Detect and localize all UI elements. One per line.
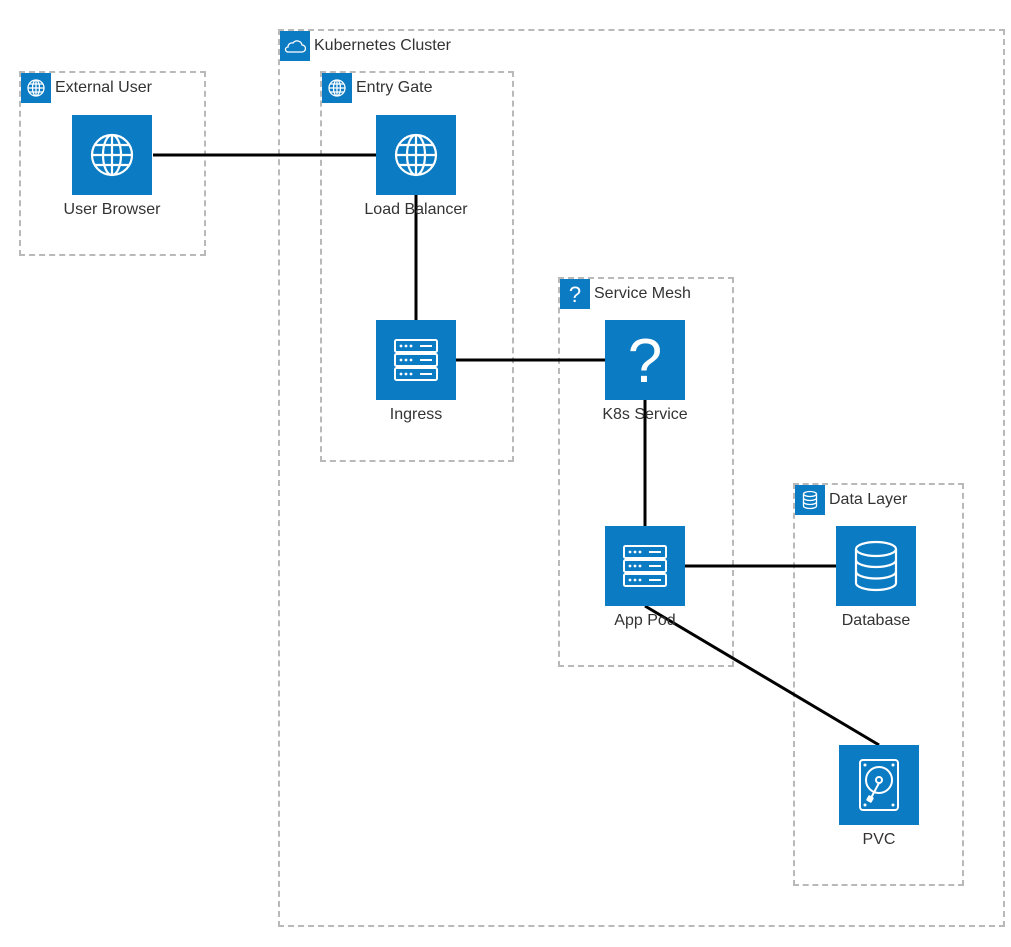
node-label: PVC — [862, 831, 896, 848]
group-header: Kubernetes Cluster — [280, 31, 451, 61]
svg-text:?: ? — [628, 330, 662, 390]
app-pod-node[interactable]: App Pod — [565, 526, 725, 636]
group-header: ? Service Mesh — [560, 279, 691, 309]
globe-icon — [376, 115, 456, 195]
service-mesh-group[interactable]: ? Service Mesh — [558, 277, 734, 667]
group-title: Service Mesh — [594, 285, 691, 302]
group-header: Entry Gate — [322, 73, 432, 103]
node-label: K8s Service — [602, 406, 688, 423]
globe-icon — [72, 115, 152, 195]
svg-text:?: ? — [569, 282, 581, 306]
data-layer-group[interactable]: Data Layer — [793, 483, 964, 886]
group-title: Kubernetes Cluster — [314, 37, 451, 54]
database-node[interactable]: Database — [796, 526, 956, 636]
pvc-node[interactable]: PVC — [799, 745, 959, 855]
question-icon: ? — [605, 320, 685, 400]
globe-icon — [21, 73, 51, 103]
node-label: User Browser — [63, 201, 161, 218]
database-icon — [795, 485, 825, 515]
node-label: Database — [841, 612, 911, 629]
group-header: External User — [21, 73, 152, 103]
server-icon — [376, 320, 456, 400]
database-icon — [836, 526, 916, 606]
group-title: Data Layer — [829, 491, 908, 508]
node-label: App Pod — [614, 612, 676, 629]
hard-drive-icon — [839, 745, 919, 825]
external-user-group[interactable]: External User — [19, 71, 206, 256]
group-title: External User — [55, 79, 152, 96]
node-label: Load Balancer — [364, 201, 468, 218]
node-label: Ingress — [389, 406, 443, 423]
ingress-node[interactable]: Ingress — [336, 320, 496, 430]
load-balancer-node[interactable]: Load Balancer — [336, 115, 496, 225]
user-browser-node[interactable]: User Browser — [32, 115, 192, 225]
group-header: Data Layer — [795, 485, 907, 515]
cloud-icon — [280, 31, 310, 61]
question-icon: ? — [560, 279, 590, 309]
group-title: Entry Gate — [356, 79, 433, 96]
globe-icon — [322, 73, 352, 103]
entry-gate-group[interactable]: Entry Gate — [320, 71, 514, 462]
edge-app-pod-pvc — [644, 604, 880, 747]
k8s-service-node[interactable]: ? K8s Service — [565, 320, 725, 430]
server-icon — [605, 526, 685, 606]
kubernetes-cluster-group[interactable]: Kubernetes Cluster — [278, 29, 1005, 927]
